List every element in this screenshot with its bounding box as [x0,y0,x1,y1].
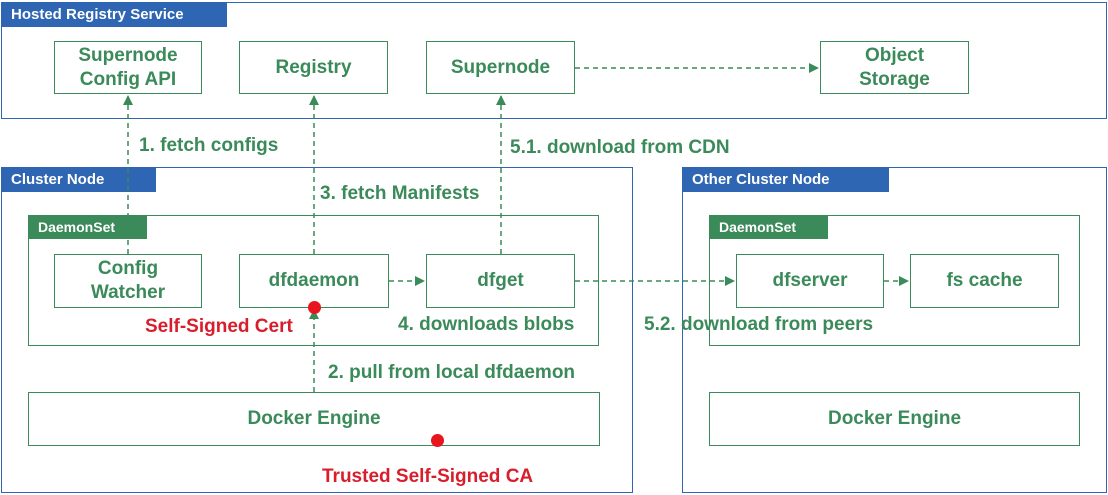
trusted-ca-marker [431,434,444,447]
cluster-node-region [1,167,633,493]
self-signed-cert-marker [308,301,321,314]
pull-local-label: 2. pull from local dfdaemon [328,362,576,383]
object-storage-node: Object Storage [820,41,969,94]
trusted-ca-label: Trusted Self-Signed CA [322,466,534,487]
supernode-node: Supernode [426,41,575,94]
docker-engine-node: Docker Engine [28,392,600,446]
other-cluster-node-title: Other Cluster Node [682,167,889,192]
hosted-registry-title: Hosted Registry Service [1,2,227,27]
other-daemonset-group [709,215,1080,346]
fetch-manifests-label: 3. fetch Manifests [320,183,480,204]
downloads-blobs-label: 4. downloads blobs [398,314,575,335]
fs-cache-node: fs cache [910,254,1059,308]
supernode-config-api-node: Supernode Config API [54,41,202,94]
config-watcher-node: Config Watcher [54,254,202,308]
registry-node: Registry [239,41,388,94]
self-signed-cert-label: Self-Signed Cert [145,316,293,337]
other-cluster-node-region [682,167,1107,493]
other-docker-engine-node: Docker Engine [709,392,1080,446]
cluster-node-title: Cluster Node [1,167,156,192]
dfdaemon-node: dfdaemon [239,254,389,308]
daemonset-title: DaemonSet [28,215,147,239]
other-daemonset-title: DaemonSet [709,215,828,239]
hosted-registry-region [1,2,1107,119]
download-cdn-label: 5.1. download from CDN [510,137,730,158]
dfget-node: dfget [426,254,575,308]
fetch-configs-label: 1. fetch configs [139,135,279,156]
download-peers-label: 5.2. download from peers [644,314,874,335]
dfserver-node: dfserver [736,254,884,308]
